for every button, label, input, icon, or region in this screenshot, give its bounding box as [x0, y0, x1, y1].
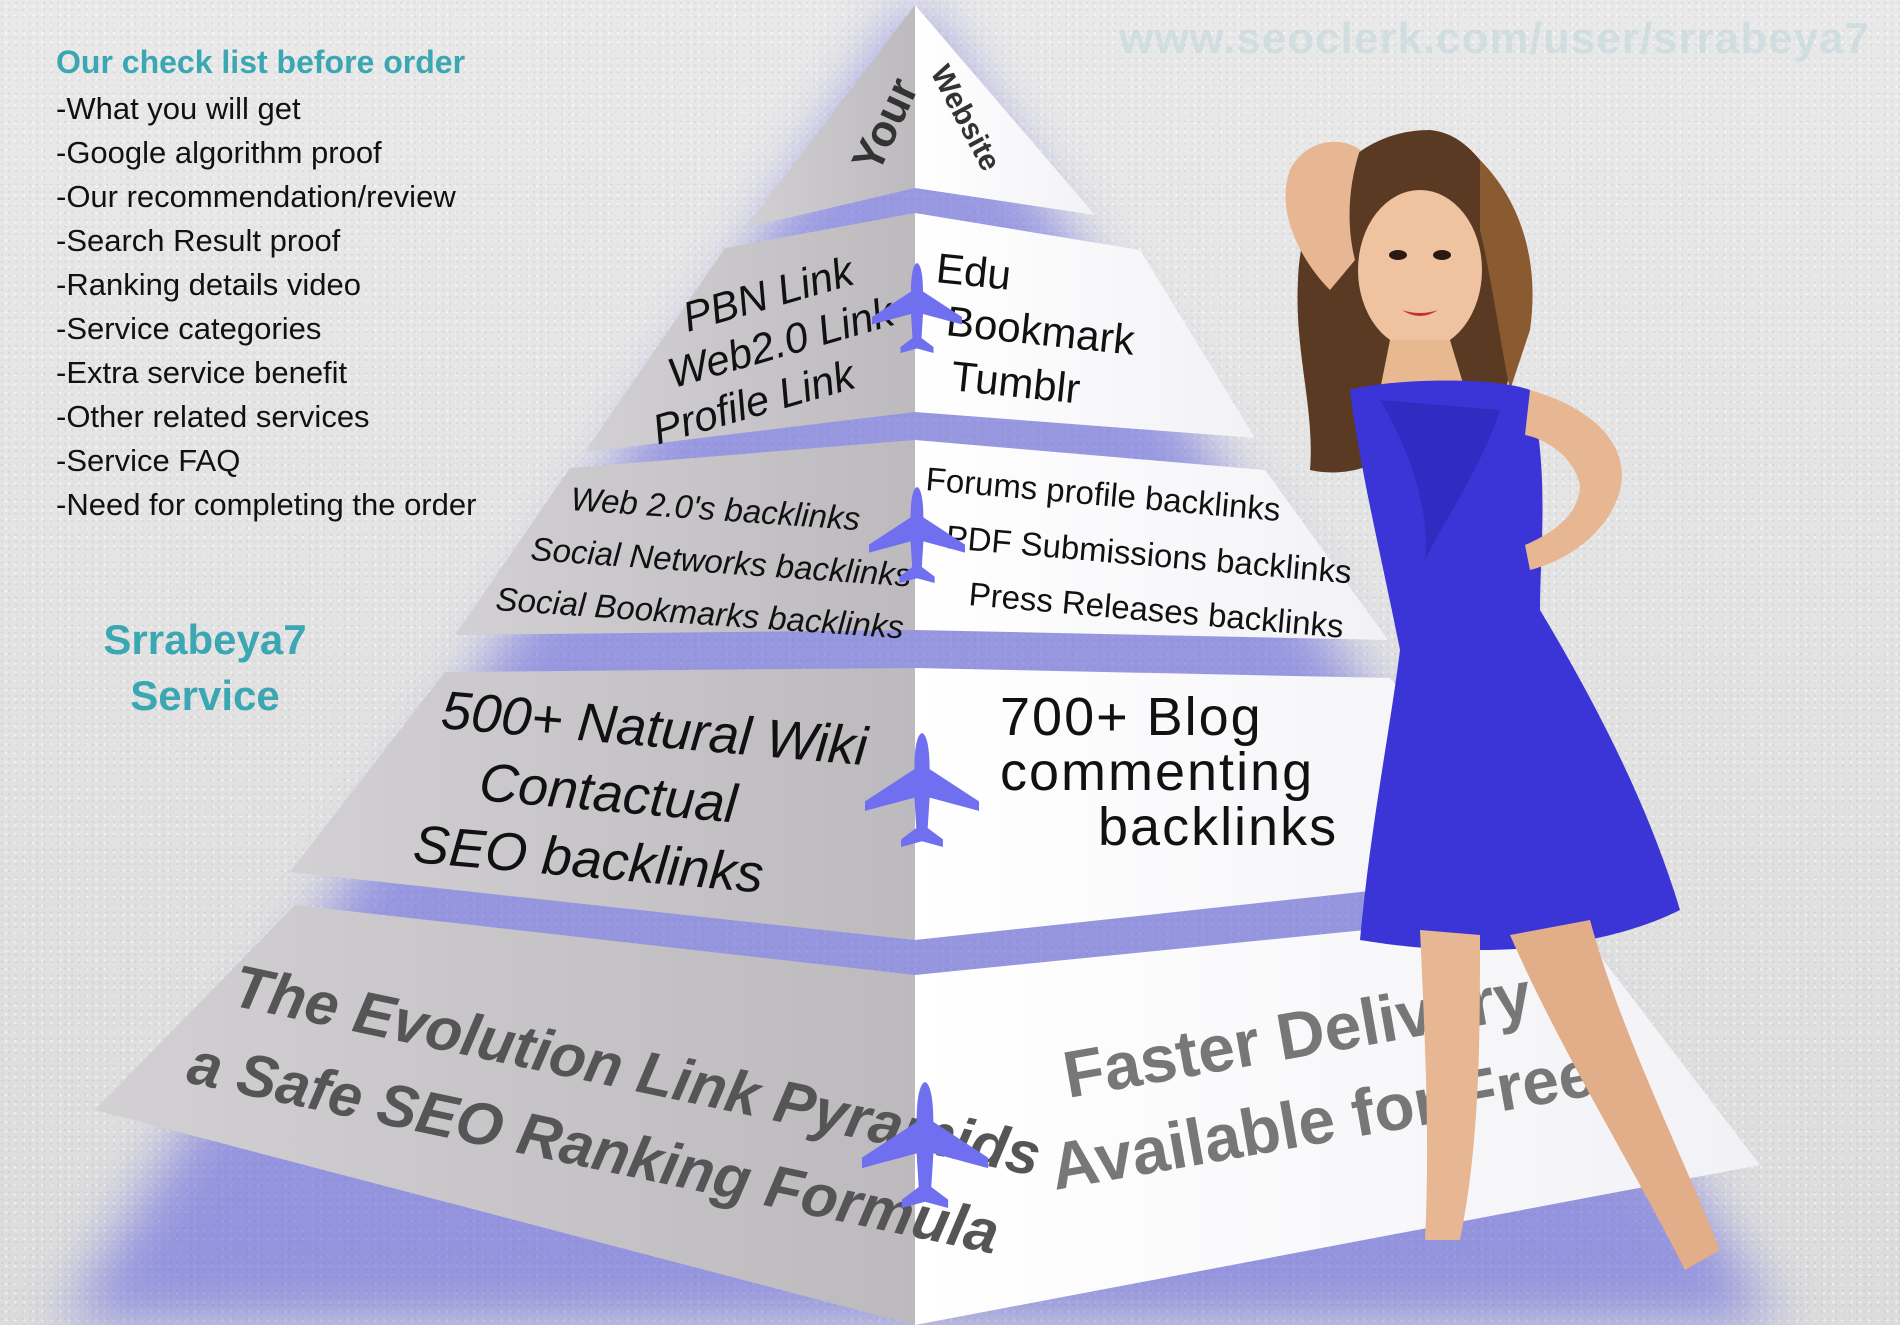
leg-left — [1420, 930, 1480, 1240]
hair-highlight — [1480, 160, 1533, 390]
brand-label: Srrabeya7 Service — [40, 612, 370, 724]
tier-2-right-face — [915, 213, 1255, 438]
eye — [1389, 250, 1407, 260]
checklist-item: -Ranking details video — [56, 267, 362, 302]
eye — [1433, 250, 1451, 260]
tier-1-right-face — [915, 5, 1095, 215]
tier-1: Your Website — [745, 5, 1095, 228]
tier-4-right-line: commenting — [1000, 742, 1314, 802]
leg-right — [1510, 920, 1720, 1270]
raised-arm — [1285, 141, 1360, 290]
checklist-items: -What you will get -Google algorithm pro… — [56, 87, 576, 527]
checklist-item: -Extra service benefit — [56, 355, 348, 390]
tier-4-left-face — [290, 668, 915, 940]
brand-line-1: Srrabeya7 — [103, 616, 307, 663]
dress-ruffle — [1380, 400, 1500, 560]
tier-3-right-face — [915, 440, 1388, 640]
checklist-item: -Other related services — [56, 399, 370, 434]
checklist-heading: Our check list before order — [56, 44, 466, 80]
watermark-url: www.seoclerk.com/user/srrabeya7 — [1119, 14, 1870, 63]
checklist-item: -What you will get — [56, 91, 301, 126]
tier-2-left-face — [585, 213, 915, 452]
tier-5: The Evolution Link Pyramids a Safe SEO R… — [95, 905, 1760, 1325]
tier-1-left-face — [745, 5, 915, 228]
brand-line-2: Service — [130, 672, 280, 719]
tier-3: Web 2.0's backlinks Social Networks back… — [455, 440, 1388, 646]
model-photo — [1285, 130, 1720, 1270]
hip-arm — [1525, 390, 1622, 570]
neck — [1380, 340, 1465, 390]
blue-dress — [1350, 380, 1680, 950]
tier-5-left-face — [95, 905, 915, 1325]
face — [1358, 190, 1482, 350]
tier-2: PBN Link Web2.0 Link Profile Link Edu Bo… — [585, 213, 1255, 453]
checklist-item: -Service FAQ — [56, 443, 241, 478]
checklist-item: -Search Result proof — [56, 223, 341, 258]
checklist-item: -Our recommendation/review — [56, 179, 456, 214]
tier-4-right-line: 700+ Blog — [1000, 687, 1263, 747]
lips — [1402, 310, 1438, 316]
checklist-item: -Google algorithm proof — [56, 135, 382, 170]
checklist: Our check list before order -What you wi… — [56, 44, 576, 527]
tier-2-right-line: Edu — [934, 244, 1013, 299]
tier-4-right-line: backlinks — [1098, 797, 1338, 857]
tier-3-left-face — [455, 440, 915, 635]
checklist-item: -Service categories — [56, 311, 322, 346]
checklist-item: -Need for completing the order — [56, 487, 477, 522]
